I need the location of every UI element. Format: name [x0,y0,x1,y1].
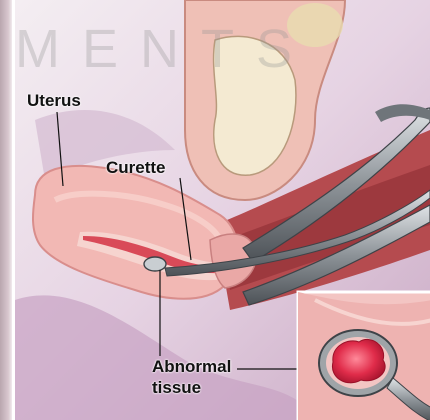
label-curette: Curette [106,159,166,177]
abnormal-tissue-mass [332,339,385,382]
label-uterus: Uterus [27,92,81,110]
watermark: MENTS [15,18,430,80]
label-abnormal: Abnormal [152,358,231,376]
curette-loop [144,257,166,271]
label-tissue: tissue [152,379,201,397]
magnified-inset [298,292,430,420]
medical-illustration: MENTS Uterus Curette Abnormal tissue [15,0,430,420]
